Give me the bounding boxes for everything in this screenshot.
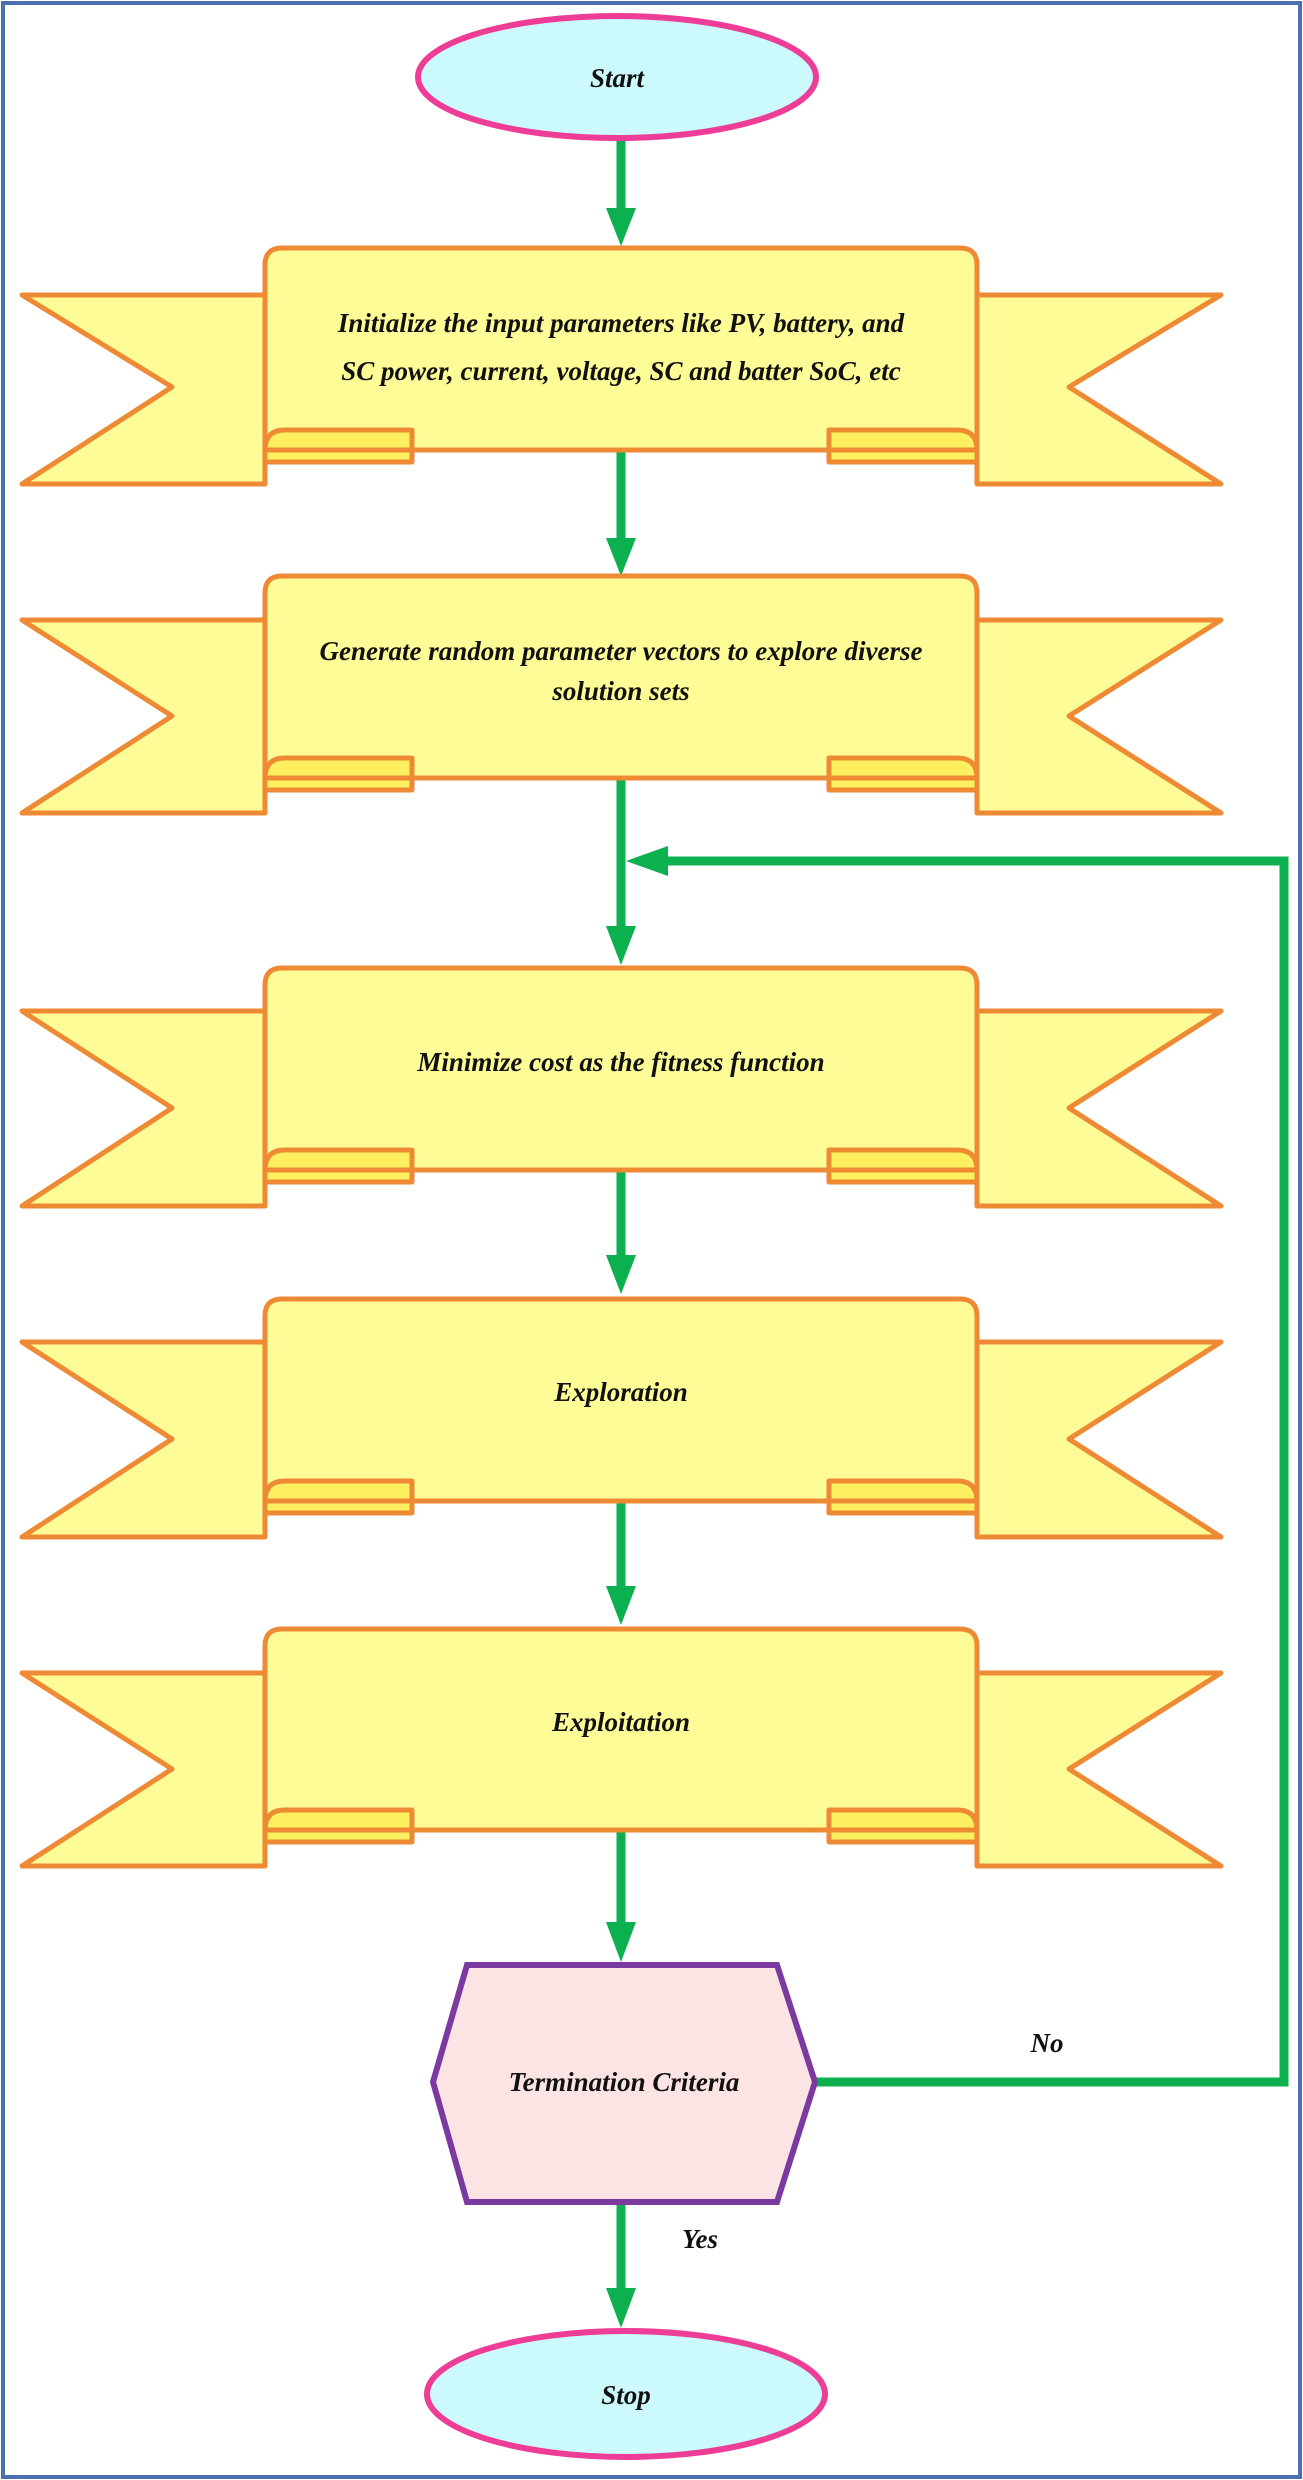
arrowhead-stop [606, 2288, 636, 2328]
banner-center [262, 245, 980, 453]
arrowhead-exploitation [606, 1586, 636, 1625]
arrows [606, 140, 1289, 2328]
banner-left-curl [262, 1478, 415, 1504]
banner-center [262, 965, 980, 1173]
banner-left-curl [262, 1807, 415, 1833]
banner-center [262, 1626, 980, 1833]
banner-center [262, 573, 980, 781]
banner-left-curl [262, 427, 415, 453]
arrowhead-termination [606, 1922, 636, 1962]
banner-left-curl [262, 1147, 415, 1173]
banner-right-curl [826, 1478, 980, 1504]
init-line-2: SC power, current, voltage, SC and batte… [341, 356, 901, 386]
start-label: Start [590, 63, 646, 93]
stop-terminal: Stop [424, 2328, 828, 2460]
generate-line-2: solution sets [551, 676, 689, 706]
generate-line-1: Generate random parameter vectors to exp… [320, 636, 923, 666]
banner-left-curl [262, 755, 415, 781]
stop-label: Stop [601, 2380, 651, 2410]
arrowhead-init [606, 208, 636, 246]
init-banner: Initialize the input parameters like PV,… [19, 245, 1224, 487]
generate-banner: Generate random parameter vectors to exp… [19, 573, 1224, 816]
banner-right-curl [826, 427, 980, 453]
banner-right-curl [826, 755, 980, 781]
arrowhead-exploration [606, 1255, 636, 1294]
termination-decision: Termination Criteria [429, 1962, 819, 2205]
no-edge-label: No [1030, 2028, 1064, 2058]
arrowhead-generate [606, 538, 636, 576]
exploration-label: Exploration [553, 1377, 688, 1407]
exploitation-label: Exploitation [551, 1707, 690, 1737]
minimize-banner: Minimize cost as the fitness function [19, 965, 1224, 1209]
termination-label: Termination Criteria [509, 2067, 740, 2097]
minimize-label: Minimize cost as the fitness function [416, 1047, 824, 1077]
exploitation-banner: Exploitation [19, 1626, 1224, 1869]
init-line-1: Initialize the input parameters like PV,… [337, 308, 905, 338]
yes-edge-label: Yes [682, 2224, 718, 2254]
banner-right-curl [826, 1807, 980, 1833]
arrowhead-loop [626, 846, 668, 876]
start-terminal: Start [415, 13, 819, 141]
banner-center [262, 1296, 980, 1504]
exploration-banner: Exploration [19, 1296, 1224, 1540]
banner-right-curl [826, 1147, 980, 1173]
arrow-no-loop [665, 856, 1289, 2087]
arrowhead-minimize [606, 926, 636, 965]
